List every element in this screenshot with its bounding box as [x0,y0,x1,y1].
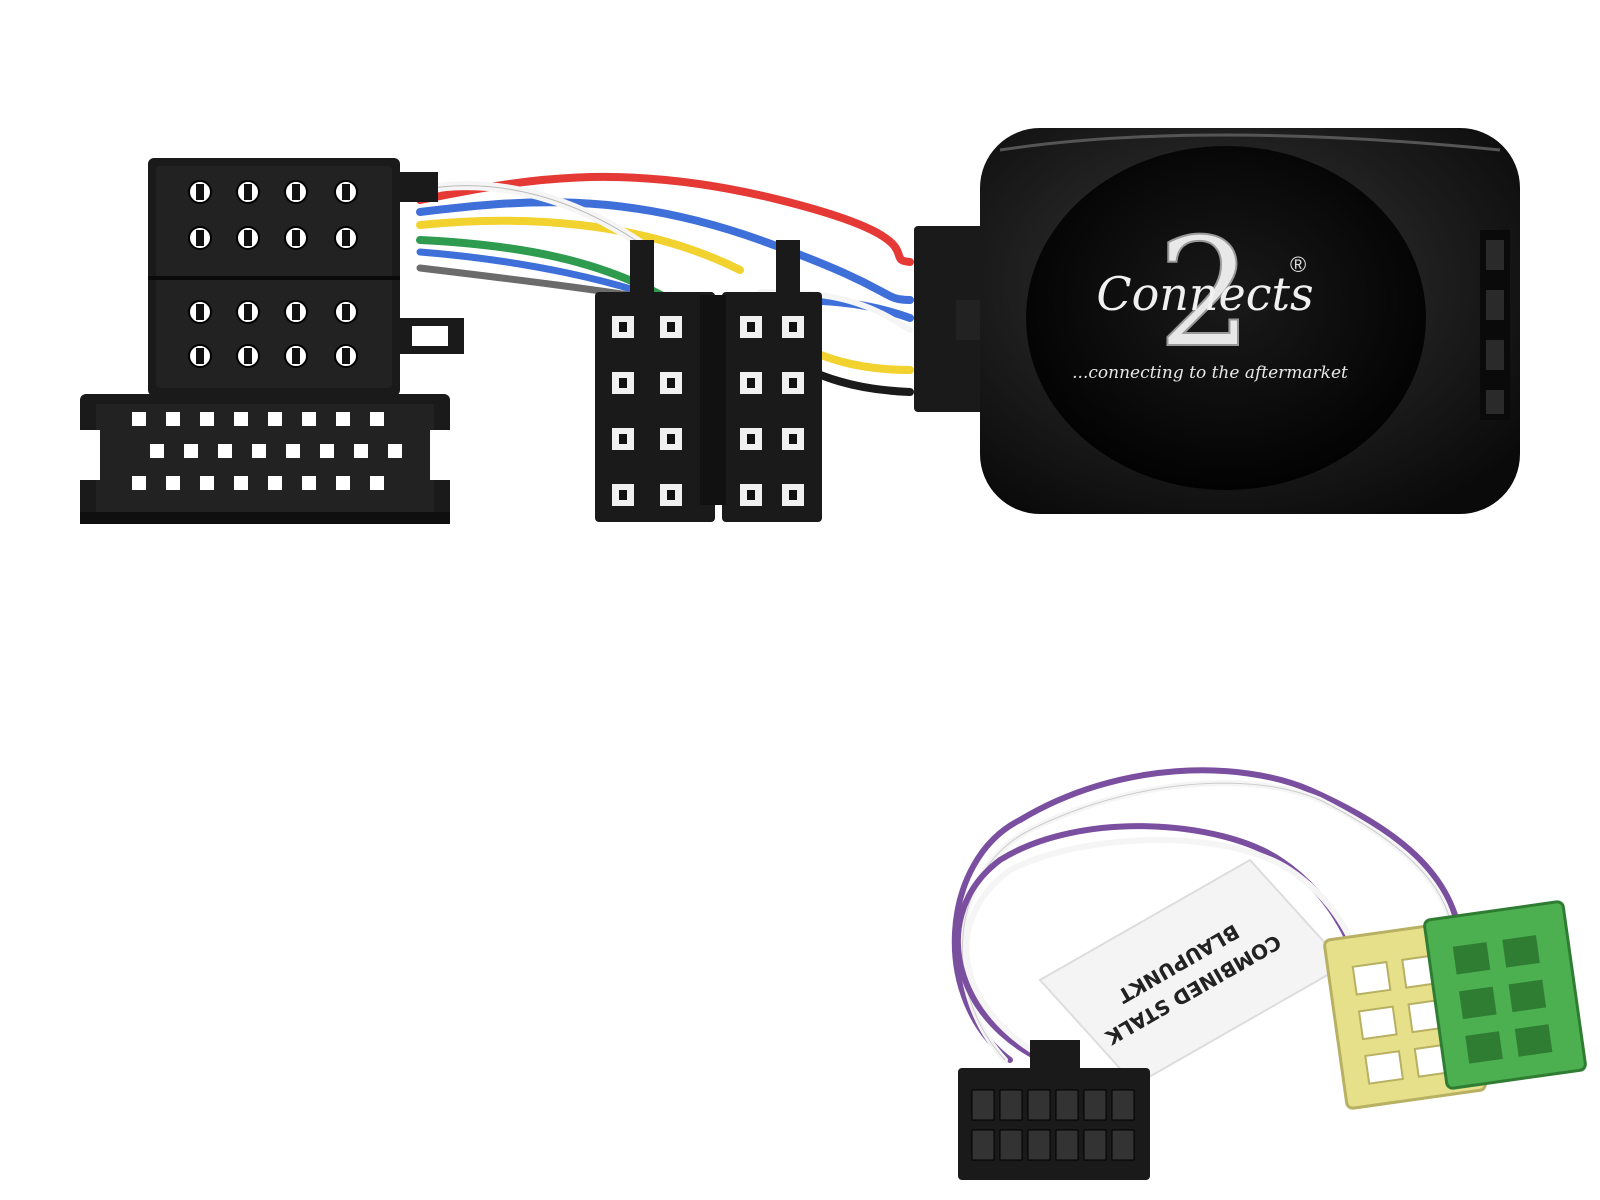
brand-logo: 2 Connects ® ...connecting to the afterm… [1072,206,1348,383]
mini-iso-connectors [1323,900,1587,1110]
mini-iso-green [1423,900,1587,1090]
iso-connector-pair [595,240,822,522]
quadlock-connector [80,158,464,524]
brand-wordmark: Connects [1096,267,1313,321]
registered-mark: ® [1290,252,1306,277]
stalk-cable [951,767,1458,1075]
brand-numeral: 2 [1157,207,1252,381]
interface-module: 2 Connects ® ...connecting to the afterm… [914,128,1520,514]
brand-tagline: ...connecting to the aftermarket [1072,363,1348,383]
cable-label-tag: COMBINED STALK BLAUPUNKT [1038,858,1347,1087]
twelve-pin-plug [958,1040,1150,1180]
